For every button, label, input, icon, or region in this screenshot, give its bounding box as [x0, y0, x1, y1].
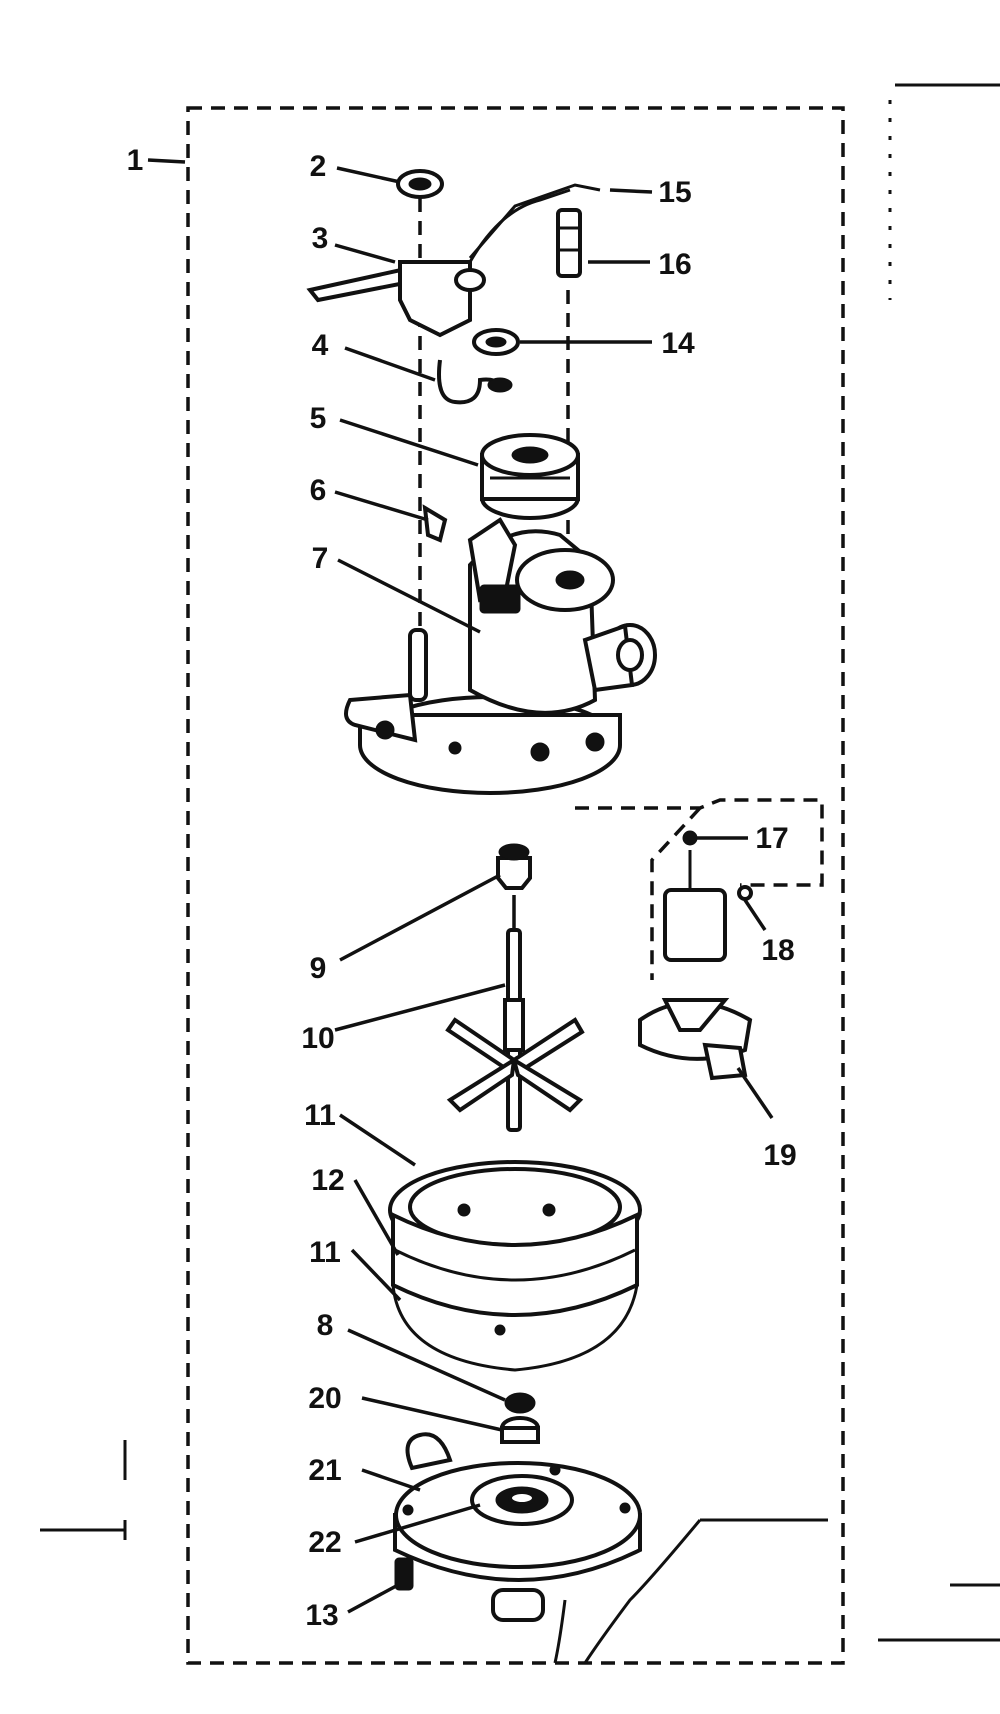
- part-19-impeller-base: [638, 850, 753, 1081]
- callout-14: 14: [661, 327, 695, 360]
- callout-13: 13: [305, 1599, 338, 1632]
- callout-15: 15: [658, 176, 691, 209]
- part-8-washer: [504, 1392, 536, 1414]
- callout-11-upper: 11: [304, 1099, 336, 1132]
- callout-labels: 1 2 3 4 5 6 7 15 16 14 17 18 19 9 10 11 …: [127, 144, 797, 1632]
- callout-22: 22: [308, 1526, 341, 1559]
- callout-3: 3: [312, 222, 329, 255]
- callout-2: 2: [310, 150, 327, 183]
- callout-17: 17: [755, 822, 788, 855]
- part-6-pin: [422, 504, 448, 543]
- part-13-screw: [394, 1557, 414, 1591]
- leader-lines: [147, 158, 774, 1614]
- callout-16: 16: [658, 248, 691, 281]
- subassembly-boundary: [575, 798, 824, 887]
- callout-5: 5: [310, 402, 327, 435]
- assembly-boundary: [186, 106, 845, 1665]
- callout-20: 20: [308, 1382, 341, 1415]
- callout-4: 4: [312, 329, 329, 362]
- part-21-base-plate: [393, 1432, 642, 1622]
- callout-6: 6: [310, 474, 327, 507]
- callout-18: 18: [761, 934, 794, 967]
- part-15-rod: [468, 183, 601, 259]
- subassembly-boundary-left: [650, 806, 702, 980]
- callout-10: 10: [301, 1022, 334, 1055]
- callout-9: 9: [310, 952, 327, 985]
- callout-7: 7: [312, 542, 329, 575]
- part-22-seal: [470, 1474, 574, 1526]
- part-3-lever: [306, 188, 571, 338]
- part-11-ring-upper: [388, 1160, 642, 1260]
- callout-19: 19: [763, 1139, 796, 1172]
- callout-11-lower: 11: [309, 1236, 341, 1269]
- part-16-cartridge: [556, 208, 582, 278]
- part-9-nut: [496, 843, 532, 890]
- part-5-pulley: [480, 433, 580, 520]
- part-17-screw: [682, 830, 698, 846]
- part-20-nut: [500, 1416, 540, 1444]
- callout-12: 12: [311, 1164, 344, 1197]
- callout-1: 1: [127, 144, 144, 177]
- part-7-pump-housing: [344, 517, 657, 795]
- callout-21: 21: [308, 1454, 341, 1487]
- part-18-washer: [737, 885, 753, 901]
- part-10-impeller-shaft: [445, 895, 585, 1132]
- callout-8: 8: [317, 1309, 334, 1342]
- part-11-ring-lower: [391, 1284, 639, 1372]
- page-border-fragments: [40, 83, 1000, 1664]
